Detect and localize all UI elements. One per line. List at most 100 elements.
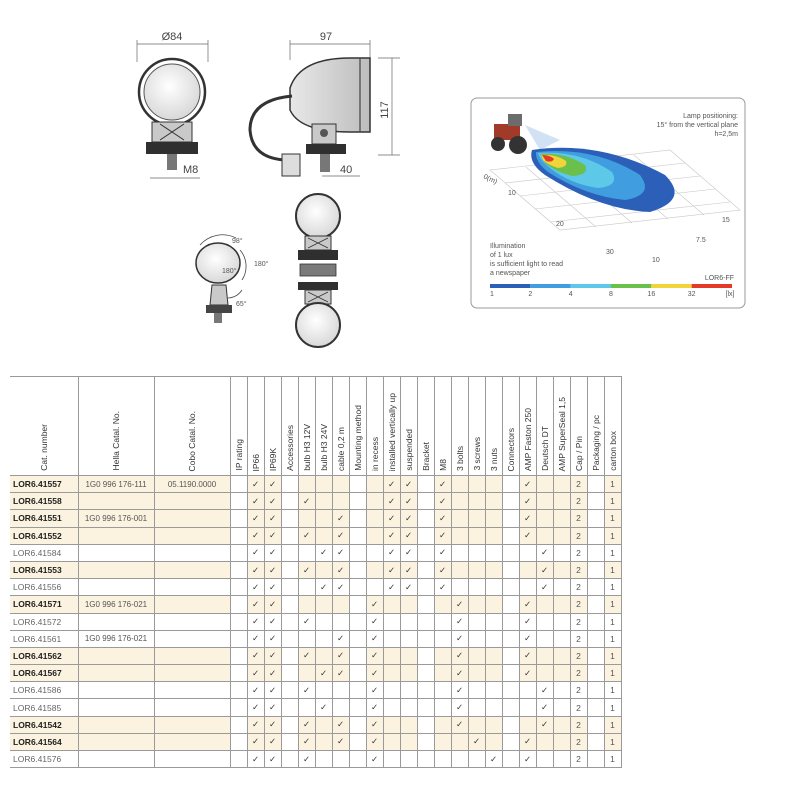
hella-cat-cell [77, 646, 155, 666]
column-header-label: AMP Faston 250 [522, 407, 533, 471]
check-cell: ✓ [399, 526, 418, 545]
check-cell [382, 646, 401, 666]
carton-box-cell: 1 [603, 474, 622, 494]
group-separator-cell [229, 543, 248, 562]
lux-scale-value: 2 [528, 291, 532, 298]
check-cell [297, 595, 316, 614]
check-mark-icon: ✓ [336, 564, 345, 575]
check-cell [331, 492, 350, 511]
check-mark-icon: ✓ [455, 633, 464, 644]
check-cell [433, 595, 452, 614]
column-header: bulb H3 24V [314, 376, 333, 476]
check-cell: ✓ [518, 526, 537, 545]
check-cell: ✓ [399, 492, 418, 511]
group-separator-cell [586, 595, 605, 614]
group-separator-cell [501, 612, 520, 631]
group-separator-cell [229, 509, 248, 528]
check-cell: ✓ [450, 646, 469, 666]
check-cell [552, 612, 571, 631]
check-cell [314, 509, 333, 528]
group-separator-cell [280, 492, 299, 511]
check-mark-icon: ✓ [540, 719, 549, 730]
hella-cat-cell: 1G0 996 176-111 [77, 474, 155, 494]
check-cell [535, 664, 554, 683]
group-separator-cell [229, 646, 248, 666]
hella-cat-cell [77, 715, 155, 734]
check-cell: ✓ [433, 526, 452, 545]
check-mark-icon: ✓ [438, 547, 447, 558]
column-header: Cobo Catal. No. [153, 376, 231, 476]
hella-cat-cell [77, 526, 155, 545]
check-cell [314, 715, 333, 734]
check-cell: ✓ [484, 749, 503, 769]
check-mark-icon: ✓ [540, 684, 549, 695]
check-cell: ✓ [246, 509, 265, 528]
dim-side-height: 117 [379, 101, 391, 119]
check-cell [382, 715, 401, 734]
rotation-view-drawing: 98° 180° 180° 65° [195, 234, 269, 323]
hella-cat-cell [77, 492, 155, 511]
check-mark-icon: ✓ [370, 650, 379, 661]
check-cell [314, 526, 333, 545]
check-cell: ✓ [518, 646, 537, 666]
check-mark-icon: ✓ [302, 753, 311, 764]
group-separator-cell [280, 474, 299, 494]
group-separator-cell [280, 578, 299, 597]
check-mark-icon: ✓ [370, 719, 379, 730]
check-mark-icon: ✓ [370, 736, 379, 747]
group-separator-cell [348, 612, 367, 631]
check-cell: ✓ [263, 629, 282, 648]
column-header: IP66 [246, 376, 265, 476]
check-mark-icon: ✓ [268, 702, 277, 713]
check-cell: ✓ [518, 732, 537, 752]
check-mark-icon: ✓ [319, 702, 328, 713]
check-cell [314, 595, 333, 614]
group-separator-cell [416, 698, 435, 717]
group-separator-cell [280, 612, 299, 631]
check-cell: ✓ [518, 612, 537, 631]
column-header-label: Mounting method [352, 405, 363, 471]
check-mark-icon: ✓ [251, 512, 260, 523]
cobo-cat-cell [153, 715, 231, 734]
check-cell: ✓ [263, 698, 282, 717]
check-cell [467, 629, 486, 648]
check-mark-icon: ✓ [268, 616, 277, 627]
column-header: Mounting method [348, 376, 367, 476]
group-separator-cell [348, 732, 367, 752]
cat-number-cell: LOR6.41551 [10, 509, 79, 528]
check-mark-icon: ✓ [404, 530, 413, 541]
check-cell [552, 543, 571, 562]
column-header: cable 0,2 m [331, 376, 350, 476]
group-separator-cell [416, 732, 435, 752]
check-cell: ✓ [314, 698, 333, 717]
check-cell [433, 715, 452, 734]
group-separator-cell [416, 681, 435, 700]
check-cell: ✓ [297, 749, 316, 769]
check-cell [535, 612, 554, 631]
check-mark-icon: ✓ [370, 633, 379, 644]
check-mark-icon: ✓ [251, 598, 260, 609]
check-cell: ✓ [246, 612, 265, 631]
axis-tick-3: 30 [606, 249, 614, 256]
lux-scale-segment [611, 284, 652, 288]
check-cell [450, 526, 469, 545]
carton-box-cell: 1 [603, 732, 622, 752]
check-mark-icon: ✓ [268, 512, 277, 523]
check-cell [450, 492, 469, 511]
check-cell: ✓ [365, 612, 384, 631]
column-header: carton box [603, 376, 622, 476]
check-cell [467, 612, 486, 631]
check-mark-icon: ✓ [251, 753, 260, 764]
group-separator-cell [280, 526, 299, 545]
group-separator-cell [416, 492, 435, 511]
group-separator-cell [348, 543, 367, 562]
group-separator-cell [348, 749, 367, 769]
check-cell: ✓ [263, 749, 282, 769]
hella-cat-cell [77, 612, 155, 631]
check-mark-icon: ✓ [370, 616, 379, 627]
check-cell [535, 509, 554, 528]
axis-tick-6: 15 [722, 217, 730, 224]
